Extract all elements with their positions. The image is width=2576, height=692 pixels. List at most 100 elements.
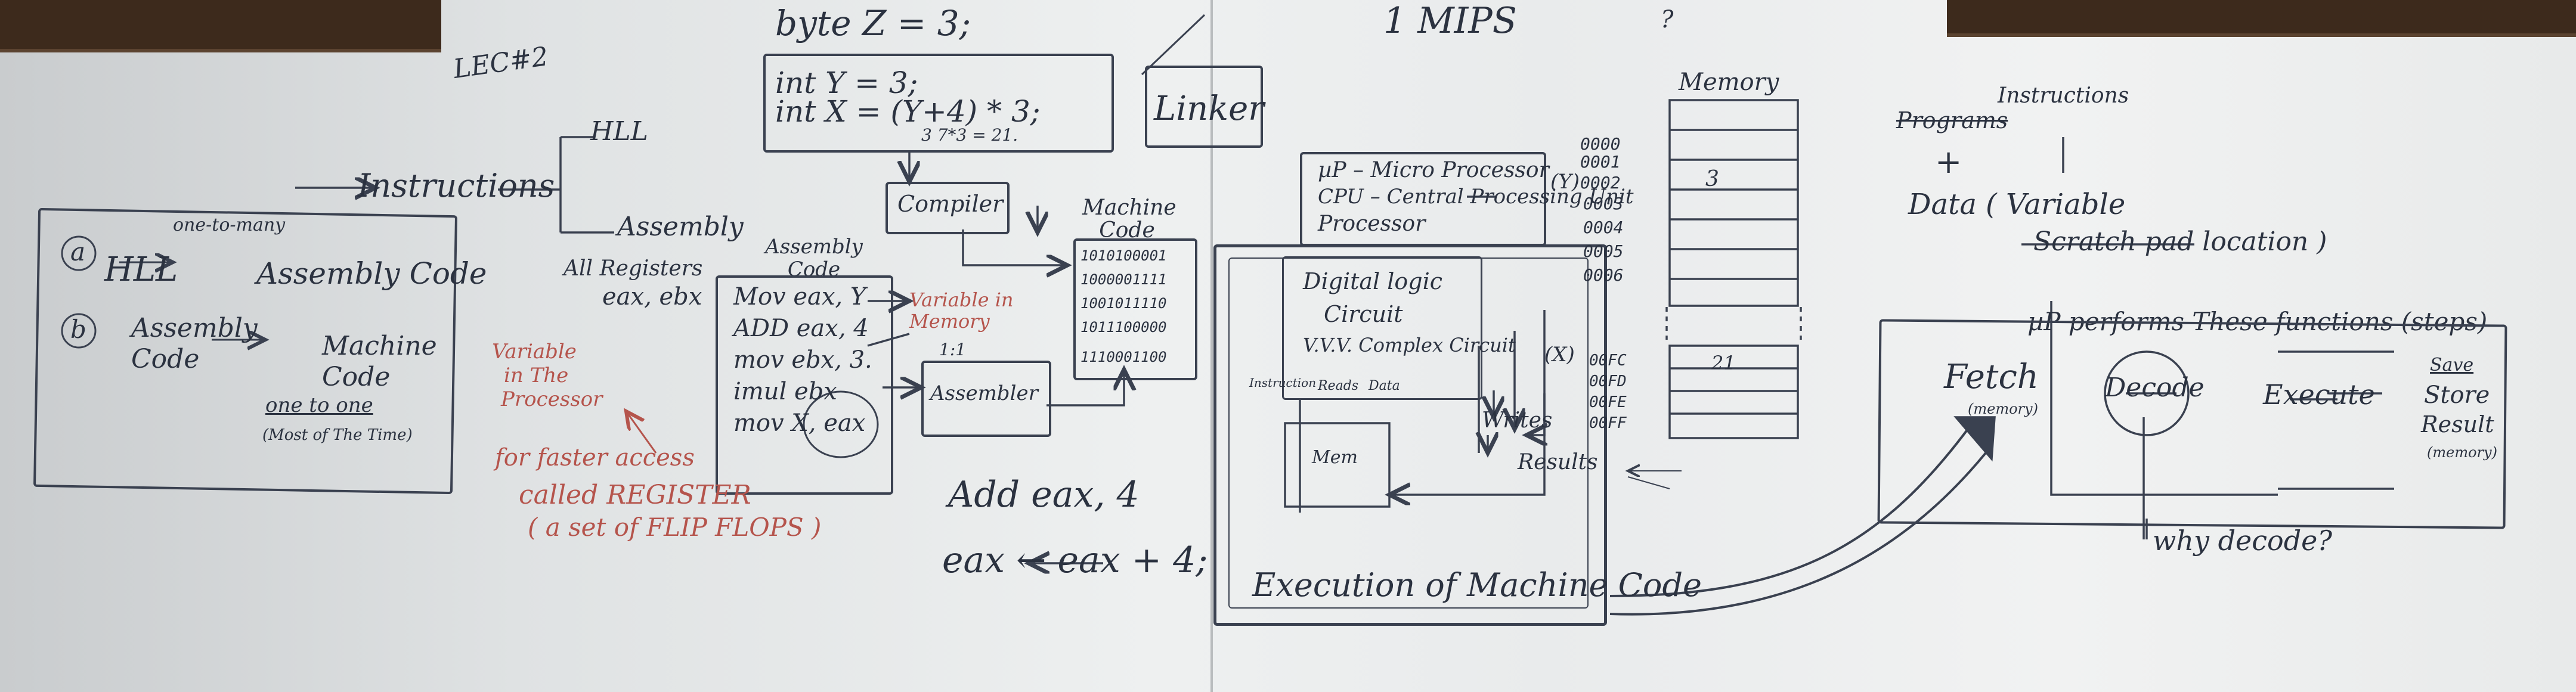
up-line-2: CPU – Central Processing Unit [1318,185,1634,209]
machine-code-text: Machine Code [322,331,437,392]
memory-y-value: 3 [1705,167,1719,191]
code-sub: 3 7*3 = 21. [921,125,1018,145]
machine-code-title: Machine Code [1082,196,1176,243]
execution-title: Execution of Machine Code [1252,566,1702,604]
fetch-sub: (memory) [1968,401,2038,417]
memory-title: Memory [1679,69,1779,96]
assembly-code-text: Assembly Code [256,256,487,291]
memory-addr-1: 0001 [1580,152,1621,172]
register-note-3: ( a set of FLIP FLOPS ) [528,513,822,542]
save-label: Save [2430,355,2474,376]
memory-addr-0: 0000 [1580,134,1621,154]
memory-addr-2: 0002 [1580,173,1621,193]
marker-b: b [70,315,86,344]
result-label: Result [2421,411,2494,437]
memory-addr-6: 0006 [1583,265,1624,285]
result-sub: (memory) [2427,444,2497,461]
mips-label: 1 MIPS [1383,0,1517,42]
source-code-box [763,54,1114,153]
scratch-pad-label: Scratch pad location ) [2033,226,2327,257]
variable-processor-2: in The [504,364,569,387]
machine-line-5: 1110001100 [1080,349,1167,365]
memory-addr-ff: 00FF [1589,414,1627,432]
question-mark: ? [1661,6,1674,33]
assembly-code-title: Assembly Code [765,235,863,281]
assembly-code-2: Assembly Code [131,313,258,374]
asm-line-5: mov X, eax [733,409,866,437]
registers-line-2: eax, ebx [602,283,702,311]
board-seam [1210,0,1213,692]
data-label-big: Data [1908,188,1977,221]
variable-processor-1: Variable [492,340,577,364]
assembly-code-box [716,275,893,495]
programs-label: Programs [1896,107,2008,134]
execute-label: Execute [2263,378,2375,411]
variable-processor-3: Processor [501,387,603,411]
compiler-box [886,182,1010,234]
add-line-1: Add eax, 4 [948,474,1140,516]
variable-label: ( Variable [1986,188,2126,221]
register-note-2: called REGISTER [519,480,751,510]
asm-line-3: mov ebx, 3. [733,346,872,374]
digital-logic-label: Digital logic [1303,268,1443,294]
digital-logic-box [1282,256,1482,400]
store-label: Store [2424,381,2490,409]
variable-in-memory: Variable in Memory [909,288,1014,333]
hll-text: HLL [104,250,178,289]
memory-addr-fe: 00FE [1589,393,1627,411]
assembler-box [921,361,1051,437]
fetch-label: Fetch [1944,358,2039,396]
memory-x-value: 21 [1711,352,1736,374]
assembler-label: Assembler [930,381,1038,405]
memory-addr-3: 0003 [1583,194,1624,213]
machine-line-2: 1000001111 [1080,271,1167,288]
steps-box [1877,319,2507,529]
registers-line-1: All Registers [564,256,703,281]
up-line-3: Processor [1318,212,1426,236]
asm-line-1: Mov eax, Y [733,283,866,311]
memory-y-label: (Y) [1550,170,1580,194]
instruction-label: Instruction [1249,376,1317,390]
machine-line-1: 1010100001 [1080,247,1167,264]
register-note-1: for faster access [495,444,695,471]
decode-label: Decode [2105,373,2205,403]
linker-label: Linker [1154,89,1265,128]
results-label: Results [1518,450,1598,474]
linker-box [1145,66,1263,148]
machine-line-3: 1001011110 [1080,295,1167,312]
memory-x-label: (X) [1544,343,1575,367]
execution-box [1213,244,1607,626]
one-one-label: 1:1 [939,340,967,359]
why-decode: why decode? [2153,525,2333,557]
memory-addr-4: 0004 [1583,218,1624,237]
picture-frame-right [1947,0,2576,37]
writes-label: Writes [1482,408,1553,433]
code-line-2: int X = (Y+4) * 3; [775,94,1041,129]
machine-line-4: 1011100000 [1080,319,1167,336]
instructions-small: Instructions [1998,83,2129,108]
hll-label: HLL [590,116,648,147]
circuit-label: Circuit [1324,301,1403,327]
one-to-one: one to one [265,393,373,417]
machine-code-box [1073,238,1197,380]
most-of-the-time: (Most of The Time) [262,426,413,444]
vvv-label: V.V.V. Complex Circuit [1303,334,1516,356]
up-line-1: µP – Micro Processor [1318,158,1549,182]
steps-title: µP performs These functions (steps) [2027,307,2488,336]
asm-line-2: ADD eax, 4 [733,315,869,342]
reads-label: Reads [1318,378,1359,393]
memory-addr-fd: 00FD [1589,373,1627,390]
plus-sign: + [1935,143,1962,181]
data-label: Data [1368,378,1400,393]
picture-frame-left [0,0,441,52]
instructions-label: Instructions [358,167,555,204]
top-note: byte Z = 3; [775,3,971,44]
one-to-many: one-to-many [173,215,286,235]
marker-a: a [70,237,86,266]
memory-addr-5: 0005 [1583,241,1624,261]
asm-line-4: imul ebx [733,378,837,405]
execution-box-inner [1228,257,1589,609]
mem-label: Mem [1312,447,1358,468]
